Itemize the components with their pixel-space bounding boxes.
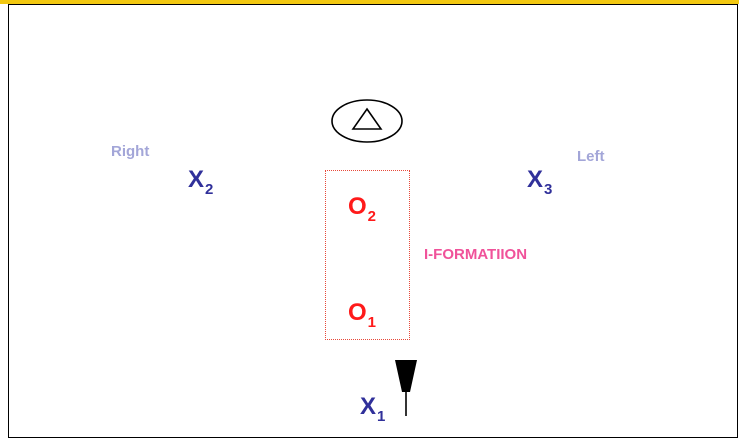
player-x1-number: 1 bbox=[377, 408, 386, 425]
player-o2-number: 2 bbox=[367, 208, 377, 225]
formation-label: I-FORMATIION bbox=[424, 246, 528, 263]
player-x2-number: 2 bbox=[205, 181, 214, 198]
player-x2: X2 bbox=[188, 166, 213, 198]
player-o2: O2 bbox=[348, 193, 376, 225]
player-x3-letter: X bbox=[527, 166, 544, 193]
top-accent-bar bbox=[0, 0, 739, 4]
player-o1-letter: O bbox=[348, 299, 367, 326]
formation-box bbox=[325, 170, 410, 340]
player-x3: X3 bbox=[527, 166, 552, 198]
player-o1: O1 bbox=[348, 299, 376, 331]
label-left: Left bbox=[577, 148, 605, 165]
diagram-frame bbox=[8, 4, 738, 438]
triangle-in-ellipse-icon bbox=[331, 99, 403, 143]
player-x2-letter: X bbox=[188, 166, 205, 193]
player-x3-number: 3 bbox=[544, 181, 553, 198]
player-x1: X1 bbox=[360, 393, 385, 425]
label-right: Right bbox=[111, 143, 150, 160]
player-x1-letter: X bbox=[360, 393, 377, 420]
player-o2-letter: O bbox=[348, 193, 367, 220]
player-o1-number: 1 bbox=[367, 314, 377, 331]
cone-icon bbox=[395, 360, 417, 416]
